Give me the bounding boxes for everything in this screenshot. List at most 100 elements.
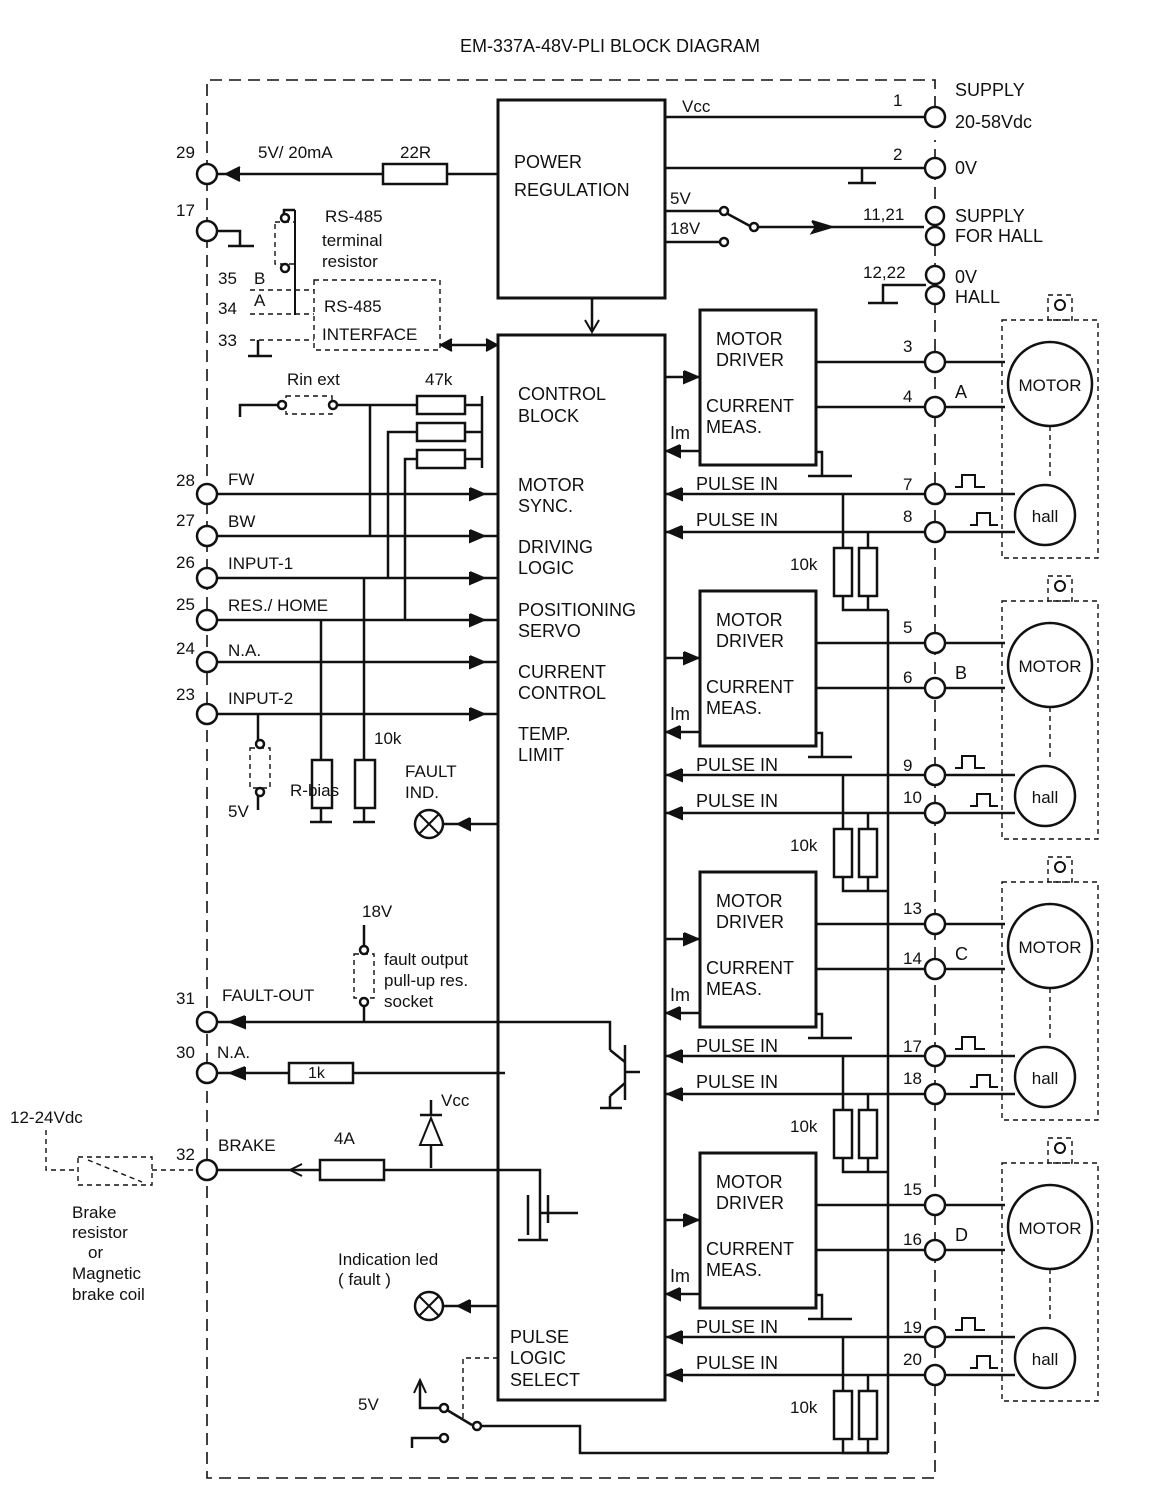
hall-label: hall (1032, 1350, 1058, 1369)
current-meas-label-2: MEAS. (706, 979, 762, 999)
pin-12-22: 12,22 (863, 263, 906, 282)
motor-driver-label-1: MOTOR (716, 1172, 783, 1192)
na-label: N.A. (228, 641, 261, 660)
motor-terminal-b (923, 395, 947, 419)
motor-terminal-a (923, 912, 947, 936)
input1-label: INPUT-1 (228, 554, 293, 573)
resistor-47k-2 (415, 421, 467, 443)
resistor-22r (381, 162, 449, 186)
hall-sensor (1013, 1326, 1077, 1390)
terminal-12-22a (924, 264, 946, 286)
motor-driver-label-1: MOTOR (716, 610, 783, 630)
motor-frame (1001, 1162, 1099, 1402)
im-label: Im (670, 1266, 690, 1286)
rin-ext-label: Rin ext (287, 370, 340, 389)
zero-v-label: 0V (955, 158, 977, 178)
motor-driver-block (698, 1151, 818, 1310)
hall-pin-b: 18 (903, 1069, 922, 1088)
channel-letter: B (955, 663, 967, 683)
power-to-control-arrow (584, 319, 600, 334)
motor-driver-label-2: DRIVER (716, 350, 784, 370)
hall-pullup-resistor-2 (857, 1108, 879, 1160)
r1k-label: 1k (308, 1065, 326, 1082)
fuse-4a-label: 4A (334, 1129, 355, 1148)
hall-sensor (1013, 1045, 1077, 1109)
zero-v-hall-2: HALL (955, 287, 1000, 307)
motor-label: MOTOR (1019, 376, 1082, 395)
motor-driver-label-2: DRIVER (716, 1193, 784, 1213)
indication-led-2: ( fault ) (338, 1270, 391, 1289)
power-regulation-block (496, 98, 667, 300)
terminal-32 (195, 1158, 219, 1182)
pin-1: 1 (893, 91, 902, 110)
hall-pullup-resistor-1 (832, 827, 854, 879)
hall-pin-b: 20 (903, 1350, 922, 1369)
hall-pullup-resistor-2 (857, 546, 879, 598)
rs485-label: RS-485 (325, 207, 383, 226)
hall-pin-a: 19 (903, 1318, 922, 1337)
motor-label: MOTOR (1019, 1219, 1082, 1238)
v5-left-label: 5V (228, 802, 249, 821)
pin-32: 32 (176, 1145, 195, 1164)
pin-24: 24 (176, 639, 195, 658)
motor-label: MOTOR (1019, 938, 1082, 957)
rin-ext-resistor (285, 395, 333, 415)
rs485-interface-1: RS-485 (324, 297, 382, 316)
hall-label: hall (1032, 507, 1058, 526)
fault-pullup-socket (353, 953, 375, 999)
supply-hall-1: SUPPLY (955, 206, 1025, 226)
fault-pullup-1: fault output (384, 950, 468, 969)
pin-26: 26 (176, 553, 195, 572)
r10k-hall-label: 10k (790, 1117, 818, 1136)
motor-terminal-b (923, 1238, 947, 1262)
zero-v-hall-1: 0V (955, 267, 977, 287)
hall-sensor (1013, 764, 1077, 828)
hall-sensor (1013, 483, 1077, 547)
im-label: Im (670, 985, 690, 1005)
vcc-label: Vcc (682, 97, 711, 116)
motor-driver-block (698, 308, 818, 467)
pin-23: 23 (176, 685, 195, 704)
rbias-label: R-bias (290, 781, 339, 800)
r22-label: 22R (400, 143, 431, 162)
terminal-11-21b (924, 225, 946, 247)
v5b-label: 5V (358, 1395, 379, 1414)
brake-label: BRAKE (218, 1136, 276, 1155)
motor-pin-b: 6 (903, 668, 912, 687)
pulse-logic-label-2: LOGIC (510, 1348, 566, 1368)
motor-pin-a: 5 (903, 618, 912, 637)
pin-35: 35 (218, 269, 237, 288)
brake-desc-1: Brake (72, 1203, 116, 1222)
terminal-11-21a (924, 205, 946, 227)
terminal-29 (195, 162, 219, 186)
terminal-resistor (274, 221, 296, 265)
pulse-select-link (462, 1357, 498, 1418)
hall-pullup-resistor-1 (832, 1389, 854, 1441)
input-terminals (195, 482, 219, 726)
supply-value: 20-58Vdc (955, 112, 1032, 132)
pulse-in-label-1: PULSE IN (696, 755, 778, 775)
channel-letter: D (955, 1225, 968, 1245)
hall-pullup-resistor-1 (832, 546, 854, 598)
supply-hall-2: FOR HALL (955, 226, 1043, 246)
resistor-47k-3 (415, 448, 467, 470)
diagram-title: EM-337A-48V-PLI BLOCK DIAGRAM (460, 36, 760, 56)
pin-a-label: A (254, 291, 266, 310)
hall-pin-b: 10 (903, 788, 922, 807)
v18-left-label: 18V (362, 902, 393, 921)
pin-2: 2 (893, 145, 902, 164)
pin-34: 34 (218, 299, 237, 318)
terminal-26 (195, 566, 219, 590)
supply-label: SUPPLY (955, 80, 1025, 100)
motor-driver-label-2: DRIVER (716, 631, 784, 651)
pulse-in-label-2: PULSE IN (696, 1072, 778, 1092)
pin-11-21: 11,21 (863, 205, 904, 224)
motor-frame (1001, 881, 1099, 1121)
im-label: Im (670, 423, 690, 443)
pin-33: 33 (218, 331, 237, 350)
motor-terminal-b (923, 676, 947, 700)
positioning-label-2: SERVO (518, 621, 581, 641)
bw-label: BW (228, 512, 255, 531)
terminal-2 (923, 156, 947, 180)
